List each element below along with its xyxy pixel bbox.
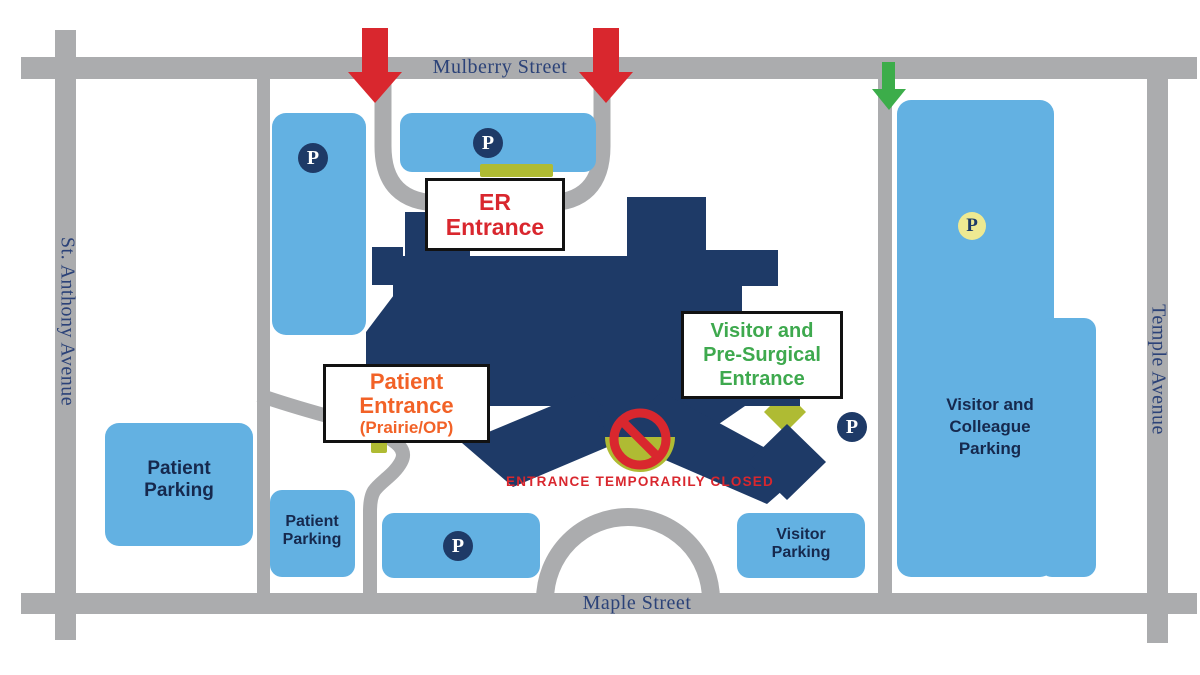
red-entry-arrow-west: [348, 28, 402, 103]
parking-letter: P: [306, 146, 320, 169]
lot-visitor-colleague-main: [897, 100, 1054, 577]
street-label-maple: Maple Street: [582, 592, 692, 614]
parking-letter: P: [481, 131, 495, 154]
lot-label-visitor: Visitor Parking: [771, 526, 831, 562]
entrance-closed-notice: ENTRANCE TEMPORARILY CLOSED: [506, 474, 774, 489]
road-temple-avenue: [1147, 57, 1168, 643]
visitor-entrance-sign: Visitor and Pre-Surgical Entrance: [681, 311, 843, 399]
patient-entrance-sign-subtext: (Prairie/OP): [359, 417, 454, 437]
street-label-mulberry: Mulberry Street: [432, 56, 568, 78]
roads: [21, 30, 1197, 643]
parking-icon-west-column: P: [298, 143, 328, 173]
lot-patient-small: [270, 490, 355, 577]
road-internal-east: [878, 79, 892, 600]
road-st-anthony-avenue: [55, 30, 76, 640]
parking-letter: P: [845, 415, 859, 438]
parking-lots: [105, 100, 1096, 578]
er-entrance-sign: ER Entrance: [425, 178, 565, 251]
parking-icon-er-lot: P: [473, 128, 503, 158]
road-internal-west: [257, 79, 270, 600]
lot-visitor-colleague-ext: [1040, 318, 1096, 577]
patient-entrance-sign: Patient Entrance (Prairie/OP): [323, 364, 490, 443]
road-south-arch-drive: [536, 508, 720, 601]
parking-letter: P: [966, 215, 978, 236]
patient-entrance-sign-text: Patient Entrance: [359, 369, 454, 418]
no-entry-icon: [609, 408, 671, 470]
street-label-temple: Temple Avenue: [1147, 304, 1170, 435]
road-maple-street: [21, 593, 1197, 614]
er-entrance-marker: [480, 164, 553, 177]
visitor-entrance-sign-text: Visitor and Pre-Surgical Entrance: [703, 320, 821, 390]
parking-icon-east-small: P: [837, 412, 867, 442]
lot-patient-large: [105, 423, 253, 546]
street-label-st-anthony: St. Anthony Avenue: [56, 236, 79, 407]
lot-label-patient-small: Patient Parking: [282, 513, 342, 549]
parking-icon-visitor-colleague: P: [958, 212, 986, 240]
red-entry-arrow-east: [579, 28, 633, 103]
parking-letter: P: [451, 534, 465, 557]
er-entrance-sign-text: ER Entrance: [445, 188, 545, 240]
green-entry-arrow: [872, 62, 906, 110]
lot-west-column: [272, 113, 366, 335]
lot-label-visitor-colleague: Visitor and Colleague Parking: [946, 395, 1034, 459]
lot-label-patient-large: Patient Parking: [144, 458, 214, 501]
parking-icon-south-strip: P: [443, 531, 473, 561]
lot-visitor: [737, 513, 865, 578]
